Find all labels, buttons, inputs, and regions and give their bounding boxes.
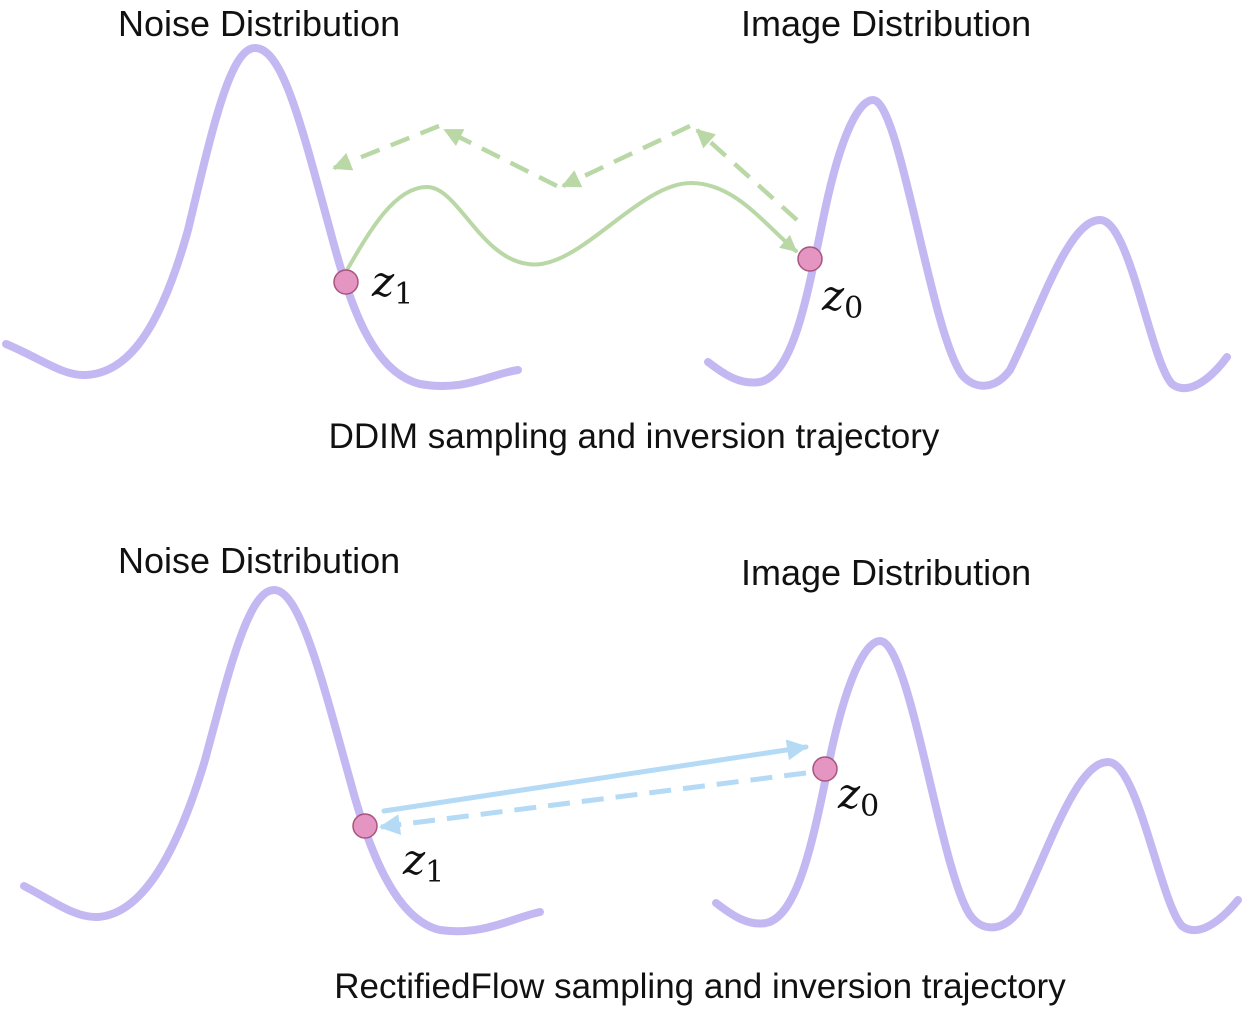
ddim-z0-label: z0: [821, 271, 863, 326]
rectified-inversion-trajectory: [378, 770, 807, 836]
rectified-image-title: Image Distribution: [741, 552, 1031, 593]
rectified-noise-title: Noise Distribution: [118, 540, 400, 581]
rectified-noise-distribution-curve: [20, 586, 544, 936]
ddim-sampling-trajectory: [345, 180, 798, 272]
ddim-inversion-segment-4: [332, 123, 440, 171]
ddim-inversion-segment-3: [443, 127, 559, 189]
rectified-z1-point: [352, 813, 378, 839]
rectified-caption: RectifiedFlow sampling and inversion tra…: [334, 967, 1066, 1006]
rectified-image-distribution-curve: [712, 637, 1242, 935]
rectified-z0-point: [812, 756, 838, 782]
rectified-panel: Noise Distribution Image Distribution z1…: [20, 540, 1242, 1006]
ddim-noise-distribution-curve: [2, 44, 522, 391]
ddim-z0-point: [797, 246, 823, 272]
ddim-image-distribution-curve: [704, 96, 1231, 393]
rectified-z1-label: z1: [402, 835, 444, 890]
ddim-caption: DDIM sampling and inversion trajectory: [329, 417, 940, 456]
ddim-image-title: Image Distribution: [741, 3, 1031, 44]
ddim-inversion-trajectory: [332, 123, 799, 222]
ddim-z1-label: z1: [371, 257, 413, 312]
ddim-inversion-segment-1: [695, 128, 799, 222]
ddim-noise-title: Noise Distribution: [118, 3, 400, 44]
rectified-sampling-trajectory: [381, 739, 809, 814]
ddim-inversion-segment-2: [561, 123, 691, 189]
rectified-z0-label: z0: [837, 769, 879, 824]
ddim-panel: Noise Distribution Image Distribution z1…: [2, 3, 1231, 456]
ddim-z1-point: [333, 269, 359, 295]
